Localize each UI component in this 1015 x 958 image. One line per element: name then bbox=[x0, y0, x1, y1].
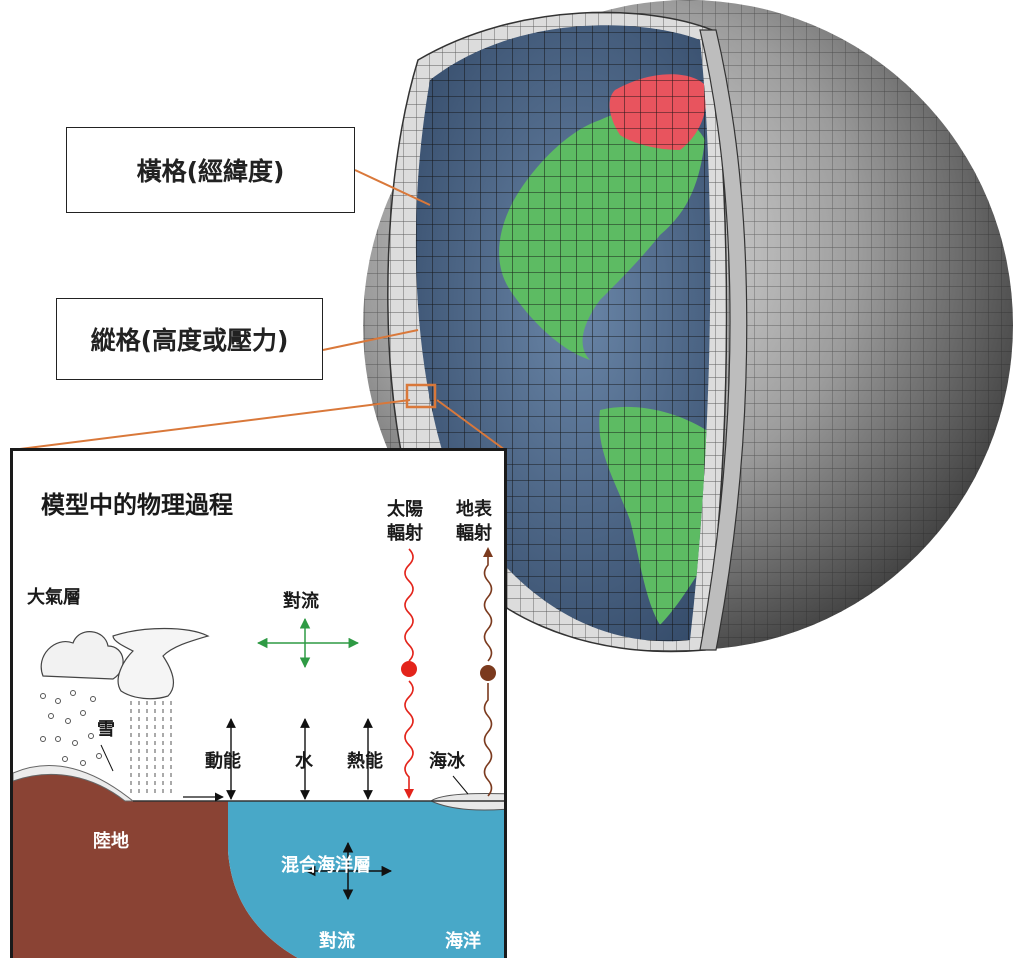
convective-cloud bbox=[112, 627, 210, 796]
surface-radiation-label-2: 輻射 bbox=[456, 523, 492, 544]
sea-ice-label: 海冰 bbox=[429, 751, 465, 772]
momentum-label: 動能 bbox=[205, 751, 241, 772]
surface-radiation-wave bbox=[483, 551, 493, 797]
horizontal-grid-label: 橫格(經緯度) bbox=[66, 127, 355, 213]
ocean-label: 海洋 bbox=[445, 931, 481, 952]
snow-cover bbox=[13, 765, 135, 802]
shell-edge bbox=[699, 29, 748, 651]
solar-radiation-label-2: 輻射 bbox=[387, 523, 423, 544]
atmosphere-label: 大氣層 bbox=[27, 587, 81, 608]
inset-canvas bbox=[13, 547, 504, 958]
leader-inset-left bbox=[11, 399, 411, 451]
leader-vertical bbox=[322, 329, 419, 351]
ocean-convection-label: 對流 bbox=[319, 931, 355, 952]
leader-horizontal bbox=[354, 169, 431, 206]
solar-absorption-dot bbox=[401, 661, 417, 677]
snow-label: 雪 bbox=[97, 719, 115, 740]
sea-ice-shape bbox=[429, 793, 504, 811]
solar-radiation-wave bbox=[404, 548, 414, 796]
ocean-area bbox=[228, 801, 504, 958]
solar-radiation-label-1: 太陽 bbox=[387, 499, 423, 520]
inset-title: 模型中的物理過程 bbox=[41, 491, 233, 519]
grid-cell-highlight bbox=[405, 383, 437, 409]
land-label: 陸地 bbox=[93, 831, 129, 852]
water-label: 水 bbox=[295, 751, 313, 772]
surface-radiation-dot bbox=[480, 665, 496, 681]
heat-label: 熱能 bbox=[347, 751, 383, 772]
leader-inset-right bbox=[436, 399, 506, 451]
physics-processes-inset: 模型中的物理過程 大氣層 對流 太陽 輻射 地表 輻射 雪 動能 水 熱能 海冰… bbox=[10, 448, 507, 958]
surface-radiation-label-1: 地表 bbox=[456, 499, 492, 520]
snow-cloud bbox=[40, 631, 124, 766]
vertical-grid-label: 縱格(高度或壓力) bbox=[56, 298, 323, 380]
mixed-ocean-layer-label: 混合海洋層 bbox=[281, 855, 371, 876]
land-area bbox=[13, 765, 298, 958]
atmos-convection-label: 對流 bbox=[283, 591, 319, 612]
